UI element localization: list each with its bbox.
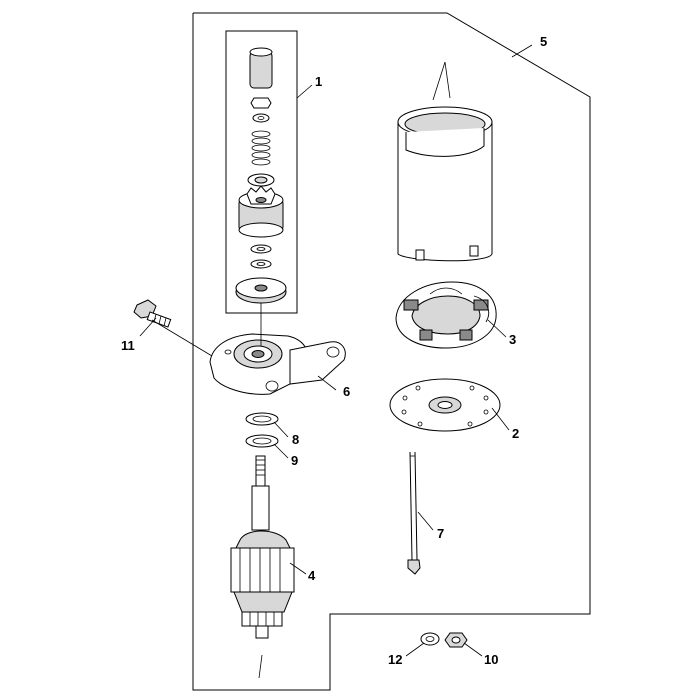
assembly-frame [192, 12, 591, 691]
drive-kit-box [225, 30, 298, 314]
bolt-part [133, 299, 172, 328]
housing-part [397, 61, 493, 262]
lock-washer-part [420, 632, 440, 646]
brush-holder-part [395, 281, 497, 349]
callout-5: 5 [540, 34, 547, 49]
bottom-center-line [258, 654, 263, 679]
through-bolt-part [407, 451, 421, 575]
callout-12: 12 [388, 652, 402, 667]
end-plate-part [389, 378, 501, 432]
callout-3: 3 [509, 332, 516, 347]
drive-end-bracket-part [209, 333, 346, 395]
armature-part [230, 455, 295, 639]
callout-2: 2 [512, 426, 519, 441]
callout-7: 7 [437, 526, 444, 541]
callout-11: 11 [121, 338, 135, 353]
callout-10: 10 [484, 652, 498, 667]
callout-9: 9 [291, 453, 298, 468]
callout-8: 8 [292, 432, 299, 447]
washers-8-9 [245, 412, 279, 448]
callout-6: 6 [343, 384, 350, 399]
callout-4: 4 [308, 568, 316, 583]
callout-1: 1 [315, 74, 322, 89]
nut-part [444, 632, 468, 648]
leader-lines [139, 44, 533, 657]
drive-kit-parts [235, 47, 287, 304]
